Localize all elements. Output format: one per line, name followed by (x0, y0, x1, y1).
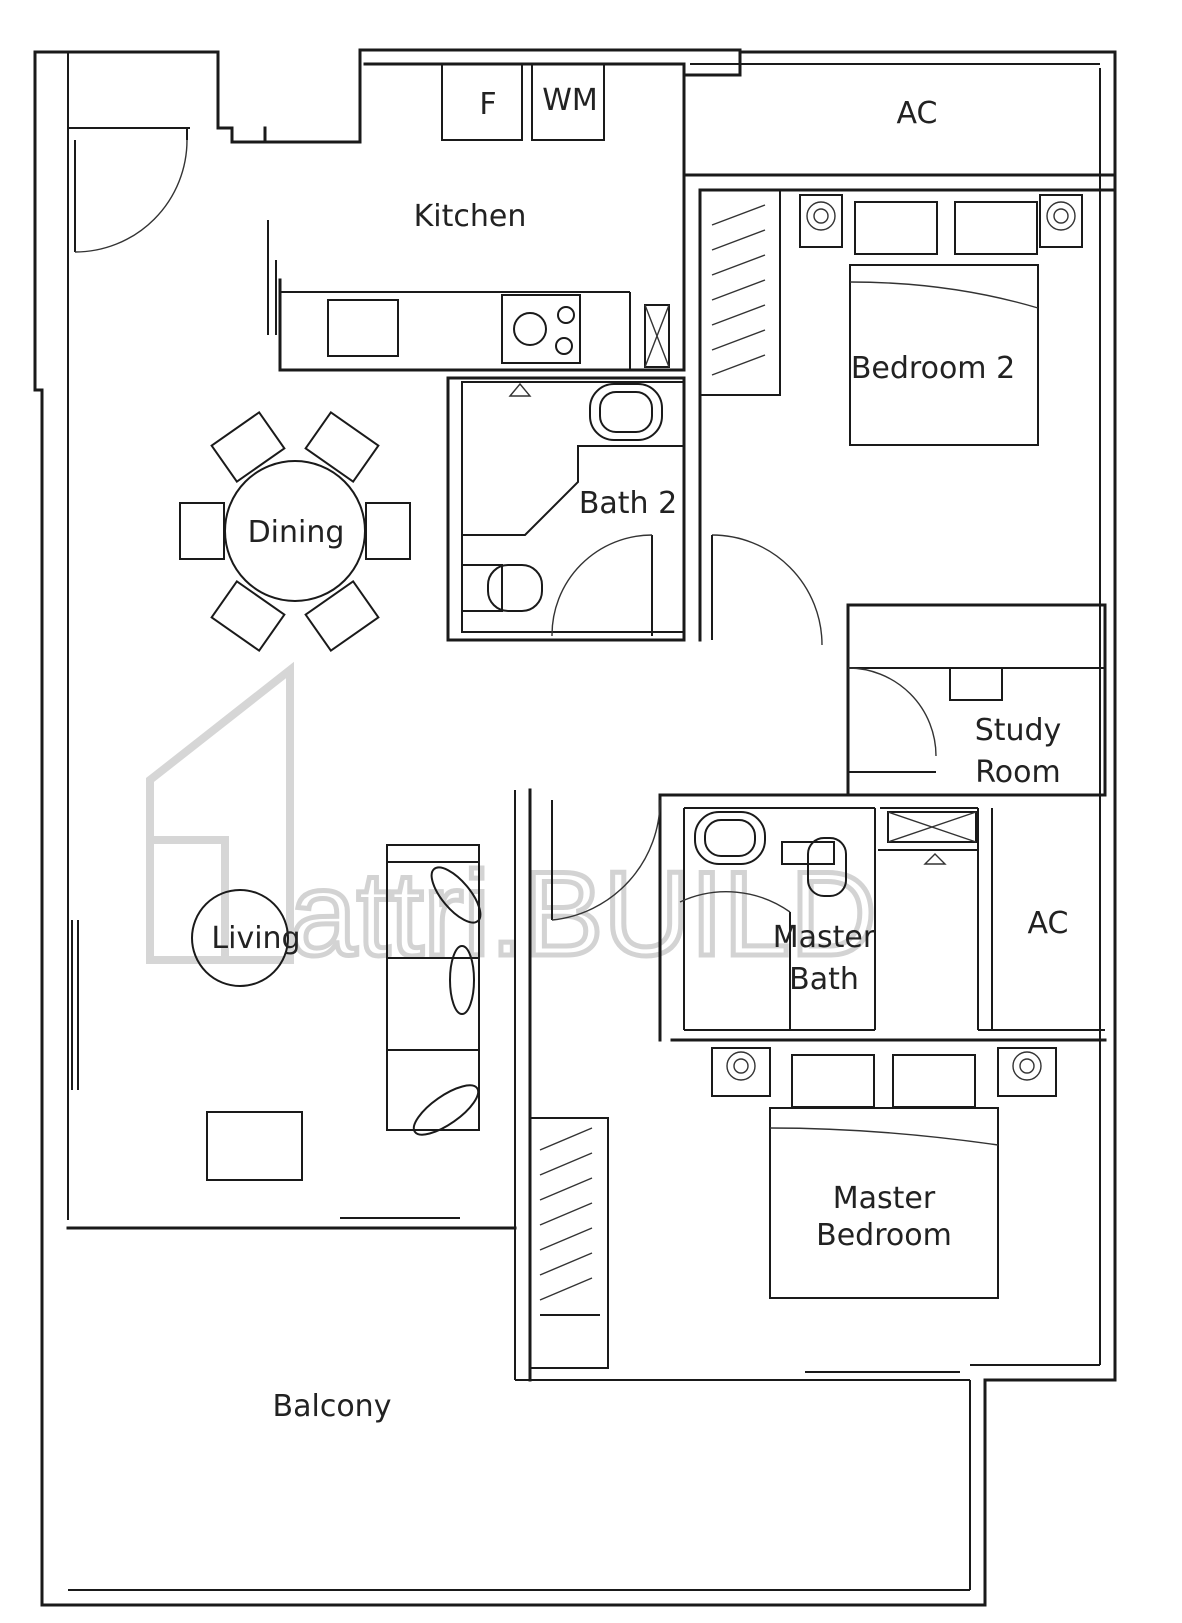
coffee-table (206, 1111, 303, 1181)
dining-table (179, 410, 411, 653)
label-fridge: F (479, 87, 496, 122)
bedroom-2-bed (849, 264, 1039, 446)
bedroom-2 (698, 188, 1117, 646)
entrance-door (74, 128, 188, 253)
washing-machine (531, 63, 605, 141)
ac-ledge-top (682, 63, 1117, 177)
label-dining: Dining (248, 515, 345, 550)
fridge (441, 63, 523, 141)
master-bath (658, 793, 1107, 1042)
label-master-bath-line1: Master (773, 920, 876, 955)
balcony-edge (66, 1217, 960, 1373)
kitchen-sink (327, 299, 399, 357)
label-ac-right: AC (1028, 906, 1069, 941)
exterior-walls (33, 48, 1117, 1607)
master-bed (769, 1107, 999, 1299)
label-kitchen: Kitchen (414, 199, 527, 234)
label-master-bath-line2: Bath (789, 962, 859, 997)
sofa (386, 844, 482, 1136)
master-bedroom (529, 1047, 1057, 1369)
master-bath-toilet (807, 837, 847, 897)
master-bath-basin (694, 811, 766, 865)
label-bath-2: Bath 2 (579, 486, 677, 521)
kitchen (263, 62, 686, 372)
label-ac-top: AC (897, 96, 938, 131)
master-bath-shaft (887, 811, 977, 843)
bedroom-2-wardrobe (699, 189, 781, 396)
kitchen-shaft (644, 304, 670, 368)
label-master-bedroom-line1: Master (833, 1181, 936, 1216)
living-area (71, 889, 303, 1181)
cooktop (501, 294, 581, 364)
label-study-line2: Room (975, 755, 1060, 790)
master-wardrobe (529, 1117, 609, 1369)
label-washing-machine: WM (542, 83, 598, 118)
label-master-bedroom-line2: Bedroom (816, 1218, 952, 1253)
bath-2-toilet (487, 564, 543, 612)
bath-2 (446, 376, 686, 642)
watermark-text: attri.BUILD (290, 847, 877, 981)
bath-2-basin (589, 383, 663, 441)
label-balcony: Balcony (273, 1389, 392, 1424)
label-study-line1: Study (975, 713, 1062, 748)
label-living: Living (211, 921, 300, 956)
label-bedroom-2: Bedroom 2 (851, 351, 1015, 386)
